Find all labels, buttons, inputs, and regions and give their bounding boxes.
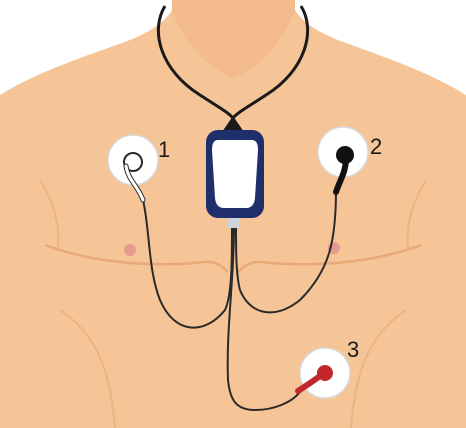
electrode-label-2: 2 [370,134,382,159]
nipple-left [124,244,136,256]
electrode-label-1: 1 [158,137,170,162]
electrode-label-3: 3 [347,337,359,362]
device-connector [228,218,240,228]
device-face [212,140,258,208]
